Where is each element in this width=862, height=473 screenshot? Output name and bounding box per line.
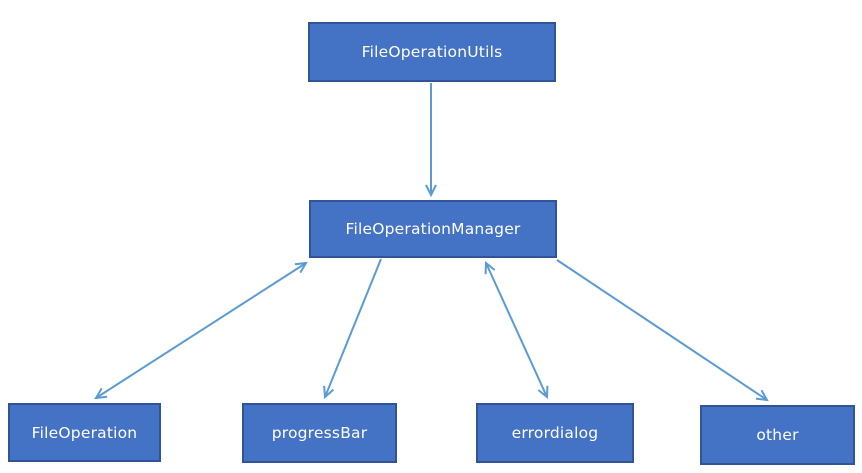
node-fileoperationutils-label: FileOperationUtils — [361, 43, 503, 61]
edge-manager-fileoperation — [96, 263, 306, 398]
node-progressbar-label: progressBar — [271, 424, 368, 442]
node-other-label: other — [756, 426, 799, 444]
edge-manager-other — [556, 259, 767, 400]
node-fileoperationmanager: FileOperationManager — [309, 200, 557, 258]
edge-manager-progressbar — [325, 258, 382, 397]
node-fileoperation-label: FileOperation — [31, 423, 138, 442]
node-fileoperation: FileOperation — [8, 403, 161, 462]
node-other: other — [700, 405, 855, 465]
edge-manager-errordialog — [486, 263, 547, 397]
node-progressbar: progressBar — [242, 403, 397, 463]
node-errordialog-label: errordialog — [511, 424, 599, 442]
node-errordialog: errordialog — [476, 403, 634, 463]
node-fileoperationmanager-label: FileOperationManager — [345, 220, 521, 238]
node-fileoperationutils: FileOperationUtils — [308, 22, 556, 82]
